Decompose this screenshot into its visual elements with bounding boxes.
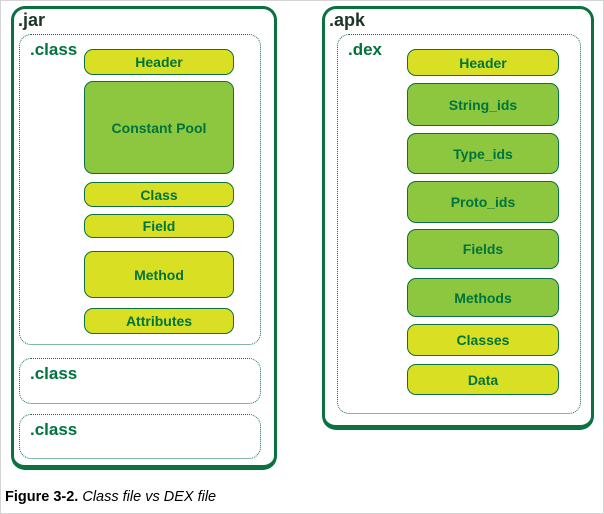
figure-caption-title: Class file vs DEX file — [82, 489, 217, 505]
jar-header-box: Header — [84, 49, 234, 75]
dex-header-box: Header — [407, 49, 559, 76]
apk-container: .apk .dex Header String_ids Type_ids Pro… — [322, 6, 594, 430]
dex-container: .dex Header String_ids Type_ids Proto_id… — [337, 34, 581, 414]
class-file-container-3: .class — [19, 414, 261, 459]
jar-field-box: Field — [84, 214, 234, 238]
figure-caption-number: Figure 3-2. — [5, 489, 79, 505]
dex-methods-box: Methods — [407, 278, 559, 317]
dex-data-box: Data — [407, 364, 559, 395]
class-file-container-2: .class — [19, 358, 261, 404]
jar-container: .jar .class Header Constant Pool Class F… — [11, 6, 277, 470]
jar-attributes-box: Attributes — [84, 308, 234, 334]
class2-label: .class — [30, 364, 78, 383]
dex-fields-box: Fields — [407, 229, 559, 269]
dex-classes-box: Classes — [407, 324, 559, 356]
class-file-container-1: .class Header Constant Pool Class Field … — [19, 34, 261, 345]
class3-label: .class — [30, 420, 78, 439]
dex-proto-ids-box: Proto_ids — [407, 181, 559, 223]
class1-label: .class — [30, 40, 78, 59]
figure-caption: Figure 3-2. Class file vs DEX file — [5, 489, 216, 505]
dex-string-ids-box: String_ids — [407, 83, 559, 126]
apk-label: .apk — [329, 10, 366, 30]
dex-label: .dex — [348, 40, 383, 59]
jar-class-box: Class — [84, 182, 234, 207]
jar-label: .jar — [18, 10, 46, 30]
jar-method-box: Method — [84, 251, 234, 298]
dex-type-ids-box: Type_ids — [407, 133, 559, 174]
jar-constant-pool-box: Constant Pool — [84, 81, 234, 174]
